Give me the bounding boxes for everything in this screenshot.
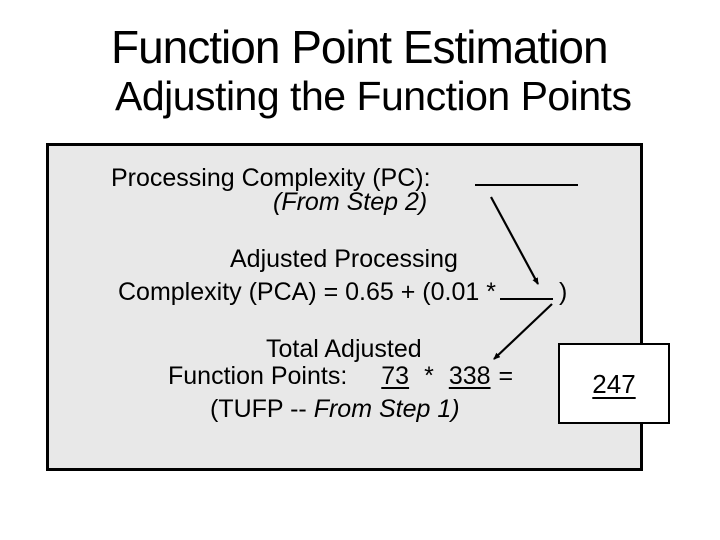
tafp-label: Function Points: [168, 362, 348, 390]
slide-subtitle: Adjusting the Function Points [115, 73, 632, 119]
tafp-operator: * [424, 362, 434, 390]
tafp-note-regular: (TUFP -- [210, 395, 314, 423]
result-box: 247 [558, 343, 670, 424]
tafp-pca-value: 73 [381, 362, 410, 390]
tafp-note: (TUFP -- From Step 1) [210, 397, 460, 422]
slide-title: Function Point Estimation [111, 21, 609, 73]
tafp-note-italic: From Step 1) [313, 395, 460, 423]
tafp-tufp-value: 338 [448, 362, 491, 390]
pc-blank-line [475, 184, 578, 186]
tafp-equals: = [498, 362, 514, 390]
pca-formula-suffix: ) [558, 278, 568, 306]
pc-label: Processing Complexity (PC): [111, 164, 431, 192]
pc-note: (From Step 2) [273, 188, 428, 216]
tafp-heading: Total Adjusted [266, 335, 422, 363]
pca-formula: Complexity (PCA) = 0.65 + (0.01 *) [118, 280, 567, 305]
pca-blank-line [499, 294, 553, 300]
tafp-formula: Function Points: 73 * 338= [168, 364, 513, 389]
result-value: 247 [592, 368, 636, 399]
pca-heading: Adjusted Processing [230, 245, 458, 273]
pca-formula-prefix: Complexity (PCA) = 0.65 + (0.01 * [118, 278, 496, 306]
